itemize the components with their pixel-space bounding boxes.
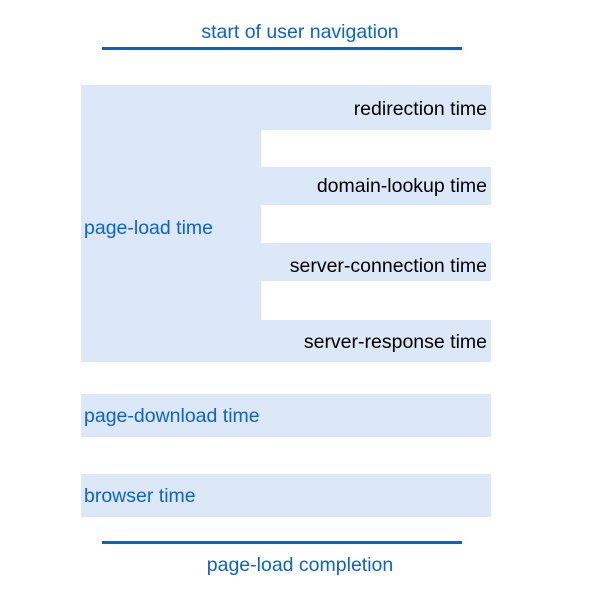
page-download-time-label: page-download time	[84, 405, 260, 427]
browser-time-bar: browser time	[81, 474, 491, 517]
start-of-navigation-caption: start of user navigation	[201, 21, 399, 43]
start-marker-rule	[102, 47, 462, 50]
page-load-time-label: page-load time	[84, 217, 213, 239]
page-download-time-bar: page-download time	[81, 394, 491, 437]
domain-lookup-time-label: domain-lookup time	[316, 175, 487, 197]
notch-after-server-connection	[261, 281, 491, 320]
server-connection-time-label: server-connection time	[289, 255, 487, 277]
browser-time-label: browser time	[84, 485, 196, 507]
redirection-time-label: redirection time	[353, 98, 487, 120]
notch-after-domain-lookup	[261, 205, 491, 243]
page-load-time-bar: page-load time redirection time domain-l…	[81, 85, 491, 362]
notch-after-redirection	[261, 130, 491, 167]
server-response-time-label: server-response time	[303, 331, 487, 353]
page-load-completion-caption: page-load completion	[206, 554, 394, 576]
completion-marker-rule	[102, 541, 462, 544]
